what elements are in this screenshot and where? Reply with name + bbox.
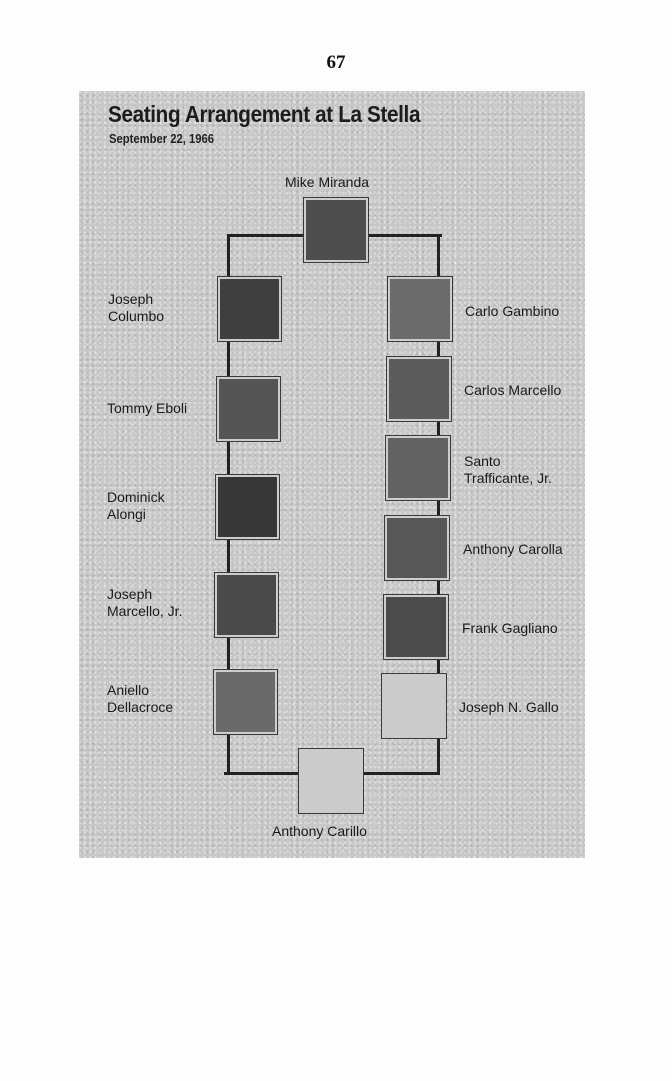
table-outline-right [437,234,440,775]
table-outline-bottom-left [224,772,299,775]
table-outline-bottom-right [362,772,440,775]
portrait-photo [303,197,369,263]
seat-name-head: Mike Miranda [285,174,370,190]
seat-name-left-3: Dominick Alongi [107,489,165,522]
seat-name-right-1: Carlo Gambino [465,303,560,319]
portrait-photo [384,515,450,581]
table-outline-top-left [227,234,303,237]
page-number: 67 [326,52,346,73]
seat-name-right-6: Joseph N. Gallo [459,699,559,715]
chart-subtitle: September 22, 1966 [109,132,215,146]
portrait-photo [387,276,453,342]
chart-title: Seating Arrangement at La Stella [108,101,421,127]
portrait-photo [385,435,451,501]
seat-name-left-4: Joseph Marcello, Jr. [107,586,183,619]
portrait-photo [217,276,282,342]
portrait-photo [383,594,449,660]
seat-name-foot: Anthony Carillo [272,823,367,839]
portrait-photo [214,572,279,638]
seating-chart-plate: Seating Arrangement at La Stella Septemb… [79,91,585,858]
seat-name-right-5: Frank Gagliano [462,620,558,636]
table-outline-top-right [367,234,442,237]
seat-name-right-3: Santo Trafficante, Jr. [464,453,552,486]
seat-name-right-2: Carlos Marcello [464,382,562,398]
seat-name-left-2: Tommy Eboli [107,400,188,416]
portrait-photo [216,376,281,442]
empty-frame [381,673,447,739]
seat-name-right-4: Anthony Carolla [463,541,563,557]
portrait-photo [213,669,278,735]
portrait-photo [386,356,452,422]
seat-name-left-1: Joseph Columbo [108,291,165,324]
portrait-photo [215,474,280,540]
empty-frame [298,748,364,814]
seat-name-left-5: Aniello Dellacroce [107,682,174,715]
